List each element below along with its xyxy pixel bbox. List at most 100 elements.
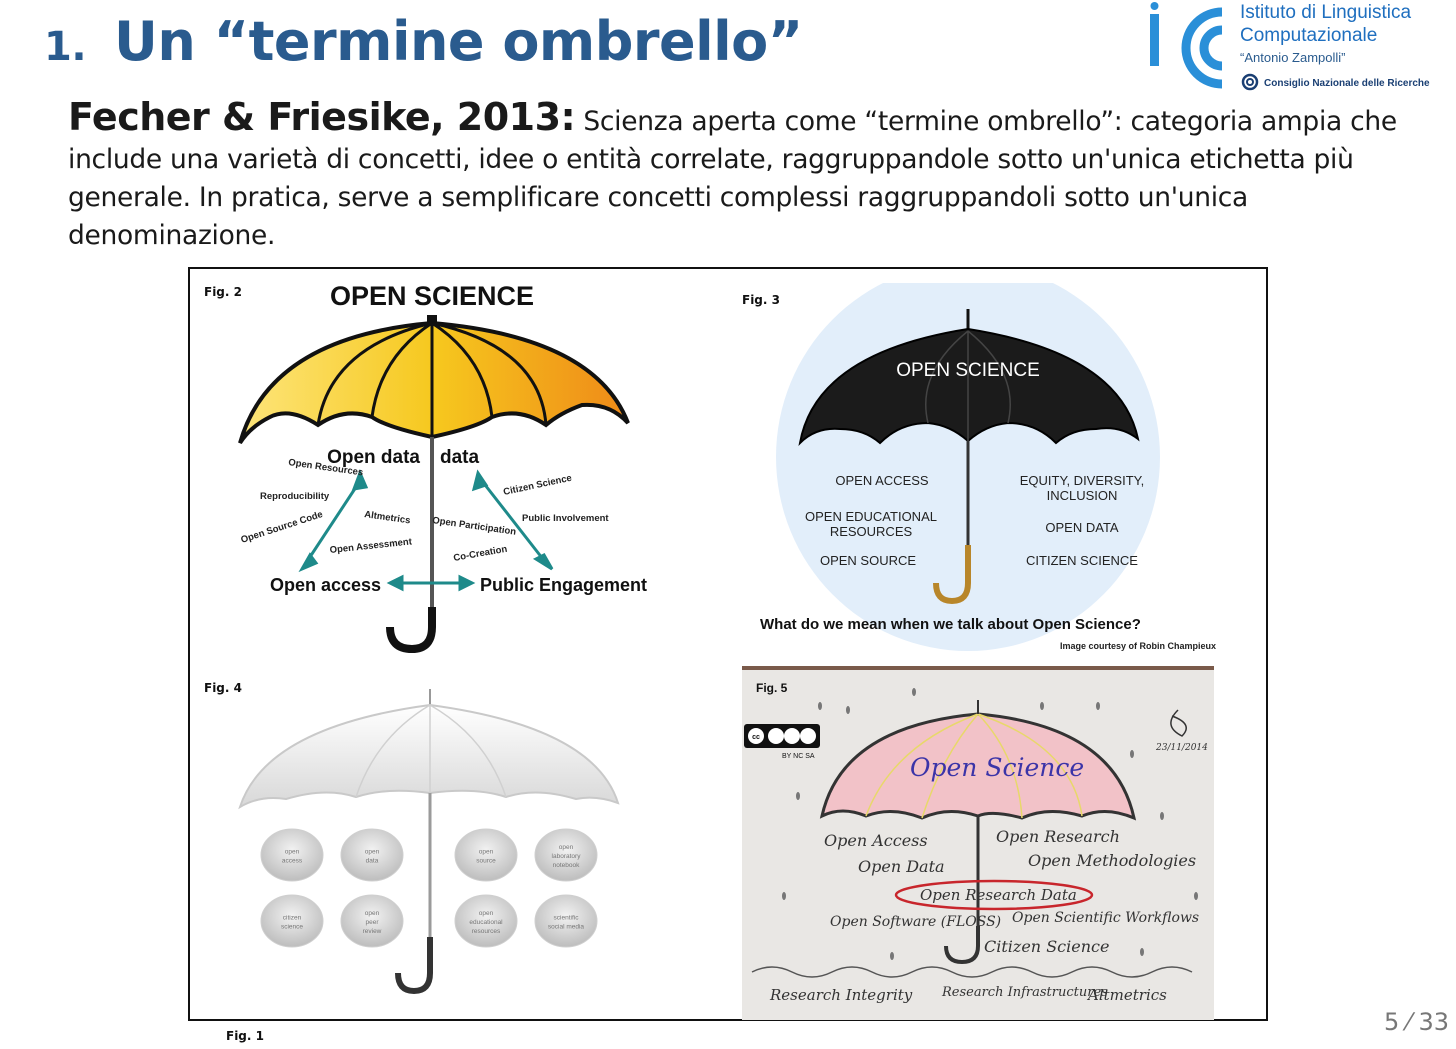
fig4-bubble [340, 894, 404, 948]
fig4-bubble-label: open [285, 849, 300, 856]
fig4-label: Fig. 4 [204, 681, 242, 695]
fig4-bubble-label: notebook [553, 862, 580, 869]
fig4-bubble-label: open [365, 849, 380, 856]
fig4-bubble-label: open [559, 844, 574, 851]
figure-frame: Fig. 2 OPEN SCIENCE Open data data Open … [188, 267, 1268, 1043]
svg-text:data: data [440, 447, 480, 468]
fig5-ground-item: Research Integrity [769, 986, 913, 1004]
slide-number: 1. [44, 24, 87, 70]
fig4-bubble-label: scientific [554, 915, 580, 922]
fig2-left-item: Altmetrics [364, 509, 412, 526]
fig4-bubble [340, 828, 404, 882]
fig3-umbrella-diagram: OPEN SCIENCE OPEN ACCESS OPEN EDUCATIONA… [760, 283, 1216, 651]
fig1-label: Fig. 1 [226, 1029, 264, 1043]
fig4-bubble [534, 894, 598, 948]
fig4-canopy [238, 703, 620, 810]
fig5-item: Open Access [824, 831, 928, 850]
fig4-bubbles: open access open data open source open laborato… [260, 828, 598, 948]
fig5-highlight-circle [894, 879, 1094, 911]
fig5-cc: BY NC SA [782, 753, 815, 760]
slide-title-text: Un “termine ombrello” [114, 10, 803, 73]
fig3-left-item: OPEN SOURCE [820, 553, 916, 568]
fig5-item: Open Research [996, 827, 1120, 846]
fig3-right-item: OPEN DATA [1045, 520, 1119, 535]
fig3-right-item: EQUITY, DIVERSITY, [1020, 473, 1145, 488]
fig3-left-item: RESOURCES [830, 524, 913, 539]
logo-line-3: “Antonio Zampolli” [1240, 50, 1346, 65]
signature [1170, 709, 1187, 737]
fig3-left-item: OPEN ACCESS [835, 473, 929, 488]
fig5-item: Open Methodologies [1028, 851, 1196, 870]
fig5-date: 23/11/2014 [1155, 743, 1208, 753]
fig4-bubble [260, 828, 324, 882]
citation-lead: Fecher & Friesike, 2013: [68, 95, 576, 139]
fig2-left-item: Reproducibility [260, 491, 330, 502]
fig2-right-item: Citizen Science [502, 473, 572, 498]
fig4-bubble-label: science [281, 924, 303, 931]
fig2-right-item: Public Involvement [522, 513, 609, 524]
ilc-logo: Istituto di Linguistica Computazionale “… [1148, 2, 1448, 94]
fig4-handle [395, 937, 433, 995]
fig2-right-item: Open Participation [432, 515, 517, 538]
slide-title: 1. Un “termine ombrello” [44, 10, 803, 73]
fig5-item: Open Data [858, 857, 945, 876]
logo-line-1: Istituto di Linguistica [1240, 2, 1412, 23]
fig5-ground-item: Research Infrastructures [941, 985, 1108, 1000]
fig4-bubble-label: open [365, 910, 380, 917]
fig4-bubble-label: data [366, 858, 379, 865]
umbrella-handle [386, 607, 436, 654]
fig5-title: Open Science [910, 753, 1084, 782]
fig3-credit: Image courtesy of Robin Champieux [1060, 641, 1216, 651]
fig4-bubble-label: educational [469, 919, 503, 926]
fig2-left-item: Open Source Code [240, 509, 325, 546]
fig2-open-access: Open access [270, 575, 381, 595]
fig4-bubble-label: resources [472, 928, 501, 935]
fig3-question: What do we mean when we talk about Open … [760, 616, 1141, 633]
fig5-ground-item: Altmetrics [1086, 986, 1167, 1004]
fig5-item: Open Scientific Workflows [1012, 910, 1199, 926]
cnr-icon [1241, 73, 1259, 91]
fig4-bubble-label: open [479, 849, 494, 856]
fig2-umbrella-diagram: OPEN SCIENCE Open data data Open access … [238, 281, 647, 654]
fig4-bubble-label: source [476, 858, 496, 865]
fig4-bubble-label: review [363, 928, 382, 935]
fig2-public-engagement: Public Engagement [480, 575, 647, 595]
ilc-logo-icon [1150, 2, 1223, 89]
fig4-bubble-label: social media [548, 924, 585, 931]
umbrella-tip [427, 315, 437, 325]
fig2-label: Fig. 2 [204, 285, 242, 299]
fig3-right-item: INCLUSION [1047, 488, 1118, 503]
fig4-bubble [454, 828, 518, 882]
svg-text:cc: cc [752, 734, 760, 741]
fig4-bubble-label: access [282, 858, 303, 865]
fig4-bubble [534, 828, 598, 882]
fig3-label: Fig. 3 [742, 293, 780, 307]
fig5-canopy [819, 712, 1137, 821]
logo-line-2: Computazionale [1240, 25, 1378, 46]
fig4-bubble-label: laboratory [552, 853, 582, 860]
fig3-canopy [798, 327, 1140, 446]
fig5-item: Citizen Science [984, 937, 1109, 956]
fig3-left-item: OPEN EDUCATIONAL [805, 509, 937, 524]
fig5-hand-drawn-umbrella: Fig. 5 cc BY NC SA 23/11/2014 Open Scien… [742, 666, 1214, 1020]
fig5-item: Open Software (FLOSS) [830, 914, 1001, 930]
fig3-right-item: CITIZEN SCIENCE [1026, 553, 1138, 568]
intro-text: Scienza aperta come “termine ombrello”: … [68, 106, 1397, 251]
fig2-title: OPEN SCIENCE [330, 281, 534, 311]
fig4-bubble-label: citizen [283, 915, 302, 922]
fig5-item: Open Research Data [920, 886, 1077, 904]
umbrella-canopy [238, 320, 630, 445]
fig5-label: Fig. 5 [756, 681, 788, 695]
fig4-umbrella-diagram: open access open data open source open laborato… [238, 689, 620, 995]
fig4-bubble [454, 894, 518, 948]
fig2-right-item: Co-Creation [453, 544, 509, 564]
raindrops [782, 688, 1198, 960]
fig3-title: OPEN SCIENCE [896, 360, 1040, 381]
fig4-bubble-label: peer [365, 919, 379, 926]
fig2-open-data: Open data [327, 447, 420, 468]
fig4-bubble [260, 894, 324, 948]
page-number: 5 ⁄ 33 [1384, 1008, 1450, 1036]
fig2-left-item: Open Assessment [329, 536, 413, 556]
fig3-handle [933, 545, 971, 605]
fig4-bubble-label: open [479, 910, 494, 917]
